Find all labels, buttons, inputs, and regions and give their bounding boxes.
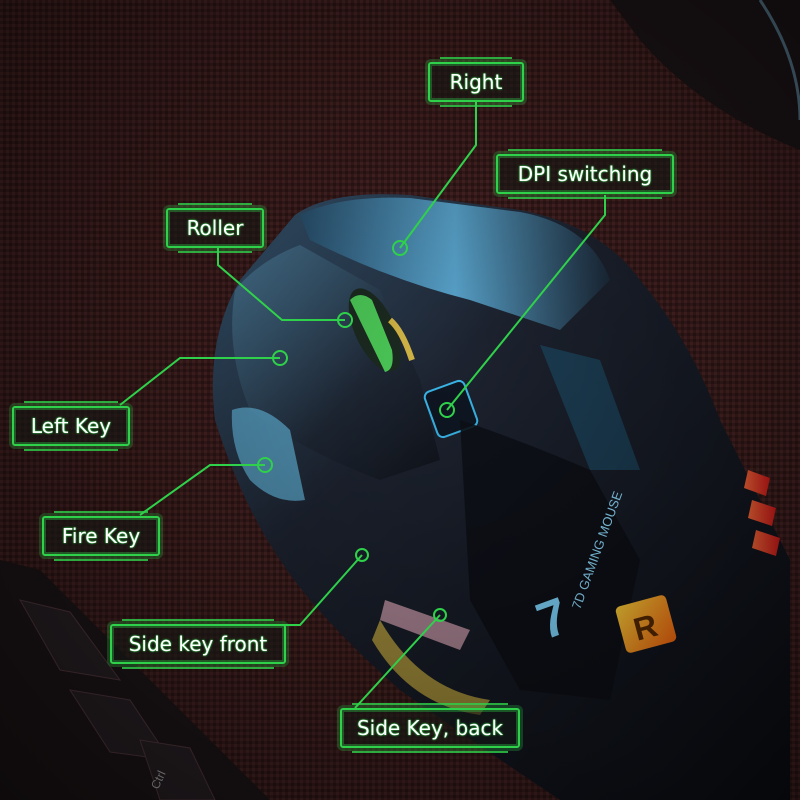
callout-side-key-back: Side Key, back <box>340 703 520 753</box>
dot-fire-key <box>257 457 273 473</box>
callout-dpi-switching: DPI switching <box>496 149 674 199</box>
dot-roller <box>337 312 353 328</box>
callout-fire-key: Fire Key <box>42 511 160 561</box>
callout-side-key-front: Side key front <box>110 619 286 669</box>
dot-side-back <box>433 608 447 622</box>
callout-right: Right <box>428 57 524 107</box>
callout-left-key: Left Key <box>12 401 130 451</box>
dot-dpi <box>439 402 455 418</box>
dot-left-key <box>272 350 288 366</box>
callout-roller: Roller <box>166 203 264 253</box>
callout-leaders <box>119 100 606 709</box>
dot-side-front <box>355 548 369 562</box>
dot-right <box>392 240 408 256</box>
